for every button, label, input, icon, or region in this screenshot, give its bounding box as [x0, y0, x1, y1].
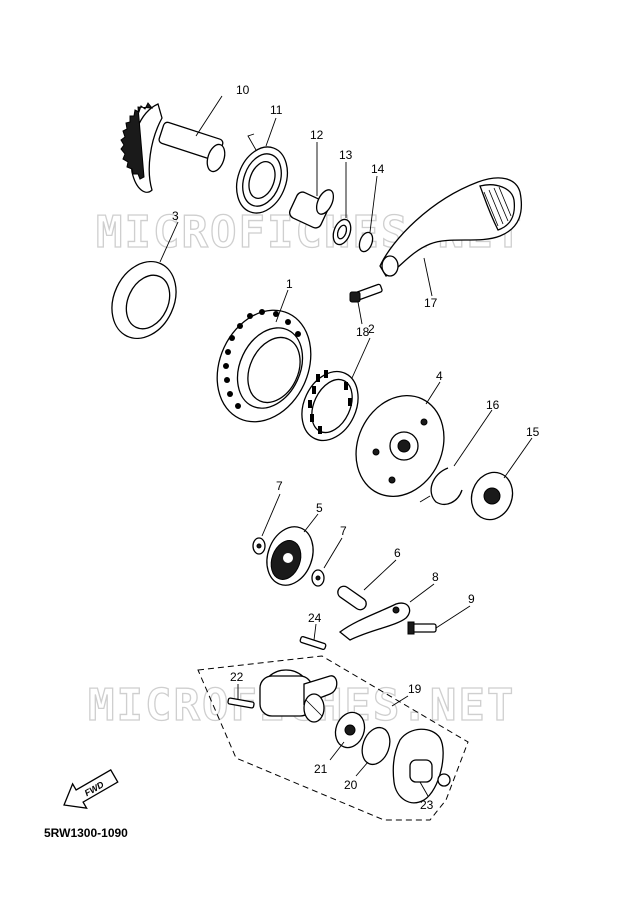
part-spring-clip	[419, 409, 493, 505]
part-bearing	[301, 337, 371, 442]
part-gear-5	[266, 513, 319, 586]
part-bolt-22	[227, 684, 255, 709]
diagram-code: 5RW1300-1090	[44, 826, 128, 840]
callout-15: 15	[526, 425, 540, 439]
callout-11: 11	[270, 103, 283, 117]
part-lever-plate	[338, 583, 435, 641]
callout-14: 14	[371, 162, 385, 176]
callout-2: 2	[368, 322, 375, 336]
callout-22: 22	[230, 670, 244, 684]
callout-10: 10	[236, 83, 250, 97]
callout-6: 6	[394, 546, 401, 560]
callout-16: 16	[486, 398, 500, 412]
callout-9: 9	[468, 592, 475, 606]
part-kick-axle	[120, 95, 226, 193]
part-washer-7b	[311, 537, 343, 587]
fwd-arrow: FWD	[63, 769, 119, 809]
callout-23: 23	[420, 798, 434, 812]
callout-3: 3	[172, 209, 179, 223]
part-shaft-pin	[337, 559, 397, 611]
part-oring-20	[355, 726, 391, 777]
callout-12: 12	[310, 128, 324, 142]
leader-19	[391, 695, 409, 707]
callout-1: 1	[286, 277, 293, 291]
part-starter-motor	[259, 669, 338, 723]
callout-21: 21	[314, 762, 328, 776]
part-end-cover	[392, 728, 451, 804]
part-washer-13	[332, 162, 352, 246]
callout-24: 24	[308, 611, 322, 625]
assembly-outline	[197, 655, 469, 821]
callout-7a: 7	[276, 479, 283, 493]
callout-7b: 7	[340, 524, 347, 538]
part-kick-crank	[379, 177, 523, 297]
part-screw-9	[407, 605, 471, 635]
part-plate-21	[329, 711, 366, 761]
callout-20: 20	[344, 778, 358, 792]
part-oil-seal	[111, 221, 179, 340]
part-collar	[288, 142, 335, 229]
part-ratchet-wheel	[216, 289, 312, 423]
part-pinion	[470, 437, 533, 521]
callout-5: 5	[316, 501, 323, 515]
callout-19: 19	[408, 682, 422, 696]
part-bolt-18	[349, 283, 383, 325]
callout-13: 13	[339, 148, 353, 162]
part-washer-7a	[252, 493, 281, 555]
callout-4: 4	[436, 369, 443, 383]
callout-8: 8	[432, 570, 439, 584]
part-kick-spring	[235, 117, 289, 214]
callout-18: 18	[356, 325, 370, 339]
part-clutch-plate	[355, 381, 445, 498]
callout-17: 17	[424, 296, 438, 310]
part-bolt-24	[299, 623, 327, 651]
part-circlip-14	[358, 175, 378, 253]
